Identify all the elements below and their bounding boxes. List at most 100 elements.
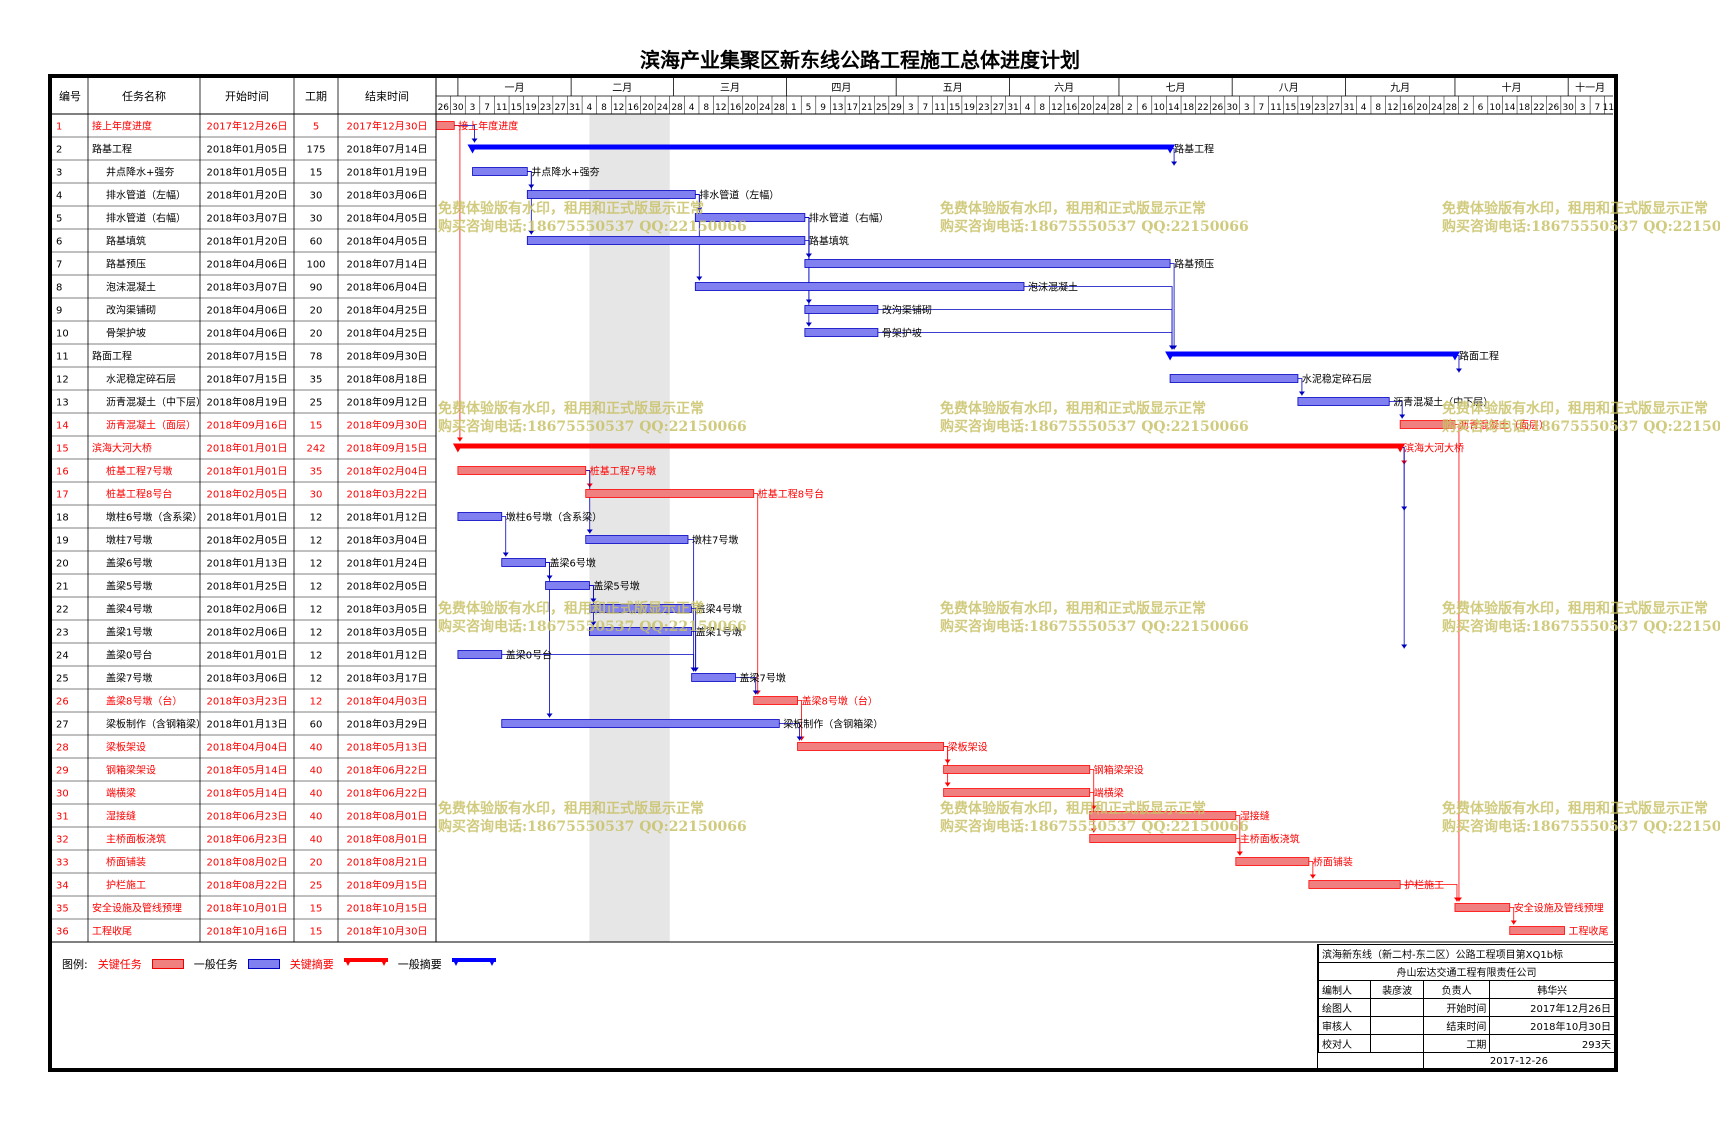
task-bar-label: 路基工程 — [1174, 143, 1214, 156]
task-name: 排水管道（左幅） — [106, 189, 186, 202]
month-label: 二月 — [612, 82, 632, 94]
day-label: 9 — [820, 103, 826, 113]
task-name: 安全设施及管线预埋 — [92, 902, 182, 915]
task-duration: 5 — [313, 122, 319, 133]
day-label: 28 — [671, 103, 683, 113]
task-id: 30 — [56, 789, 69, 800]
task-name: 桩基工程8号台 — [106, 488, 172, 501]
task-start: 2018年03月06日 — [207, 672, 288, 685]
link-arrow — [690, 667, 697, 672]
task-start: 2018年01月01日 — [207, 511, 288, 524]
task-end: 2018年06月22日 — [347, 764, 428, 777]
task-duration: 40 — [310, 789, 323, 800]
task-bar-label: 盖梁6号墩 — [550, 557, 596, 570]
day-label: 21 — [861, 103, 872, 113]
task-end: 2018年03月17日 — [347, 672, 428, 685]
task-name: 沥青混凝土（中下层） — [106, 396, 206, 409]
task-name: 骨架护坡 — [106, 327, 146, 340]
day-label: 8 — [601, 103, 607, 113]
month-label: 八月 — [1279, 82, 1299, 94]
legend-label: 图例: — [62, 958, 88, 971]
table-header: 编号任务名称开始时间工期结束时间 — [59, 89, 409, 103]
task-bar — [943, 788, 1091, 797]
task-id: 16 — [56, 467, 69, 478]
task-duration: 25 — [310, 398, 323, 409]
task-bar-label: 梁板制作（含钢箱梁） — [783, 718, 883, 731]
task-duration: 12 — [310, 628, 323, 639]
day-label: 4 — [587, 103, 593, 113]
summary-end-marker — [1395, 443, 1406, 453]
task-start: 2018年02月06日 — [207, 603, 288, 616]
task-id: 6 — [56, 237, 62, 248]
task-bar-label: 沥青混凝土（中下层） — [1393, 396, 1493, 409]
task-duration: 12 — [310, 582, 323, 593]
legend-normal-task-swatch — [247, 959, 280, 969]
task-end: 2018年04月05日 — [347, 212, 428, 225]
task-name: 改沟渠铺砌 — [106, 304, 156, 317]
link-arrow — [1090, 828, 1097, 833]
dependency-link — [1454, 424, 1460, 902]
day-label: 20 — [744, 103, 756, 113]
link-arrow — [1171, 161, 1178, 166]
day-label: 16 — [1066, 103, 1078, 113]
table-header-cell: 工期 — [305, 90, 327, 103]
task-bar-label: 桥面铺装 — [1313, 856, 1353, 869]
task-id: 12 — [56, 375, 69, 386]
task-name: 梁板制作（含钢箱梁） — [106, 718, 206, 731]
task-end: 2018年02月05日 — [347, 580, 428, 593]
day-label: 2 — [1127, 103, 1133, 113]
task-start: 2018年01月20日 — [207, 235, 288, 248]
dependency-link — [501, 516, 507, 557]
task-duration: 242 — [306, 444, 325, 455]
task-end: 2018年01月12日 — [347, 511, 428, 524]
task-bar — [797, 742, 945, 751]
task-bar — [1089, 811, 1237, 820]
task-bar — [457, 650, 503, 659]
task-bar-label: 桩基工程8号台 — [758, 488, 824, 501]
link-arrow — [471, 138, 478, 143]
task-id: 1 — [56, 122, 62, 133]
day-label: 16 — [627, 103, 639, 113]
task-bar-label: 改沟渠铺砌 — [882, 304, 932, 317]
task-start: 2018年04月04日 — [207, 741, 288, 754]
task-duration: 12 — [310, 651, 323, 662]
task-end: 2018年03月04日 — [347, 534, 428, 547]
task-duration: 20 — [310, 858, 323, 869]
task-bar-label: 钢箱梁架设 — [1094, 764, 1144, 777]
day-label: 12 — [1387, 103, 1398, 113]
task-id: 36 — [56, 927, 69, 938]
day-label: 19 — [1299, 103, 1311, 113]
day-label: 8 — [1375, 103, 1381, 113]
day-label: 23 — [540, 103, 551, 113]
legend-critical-summary-label: 关键摘要 — [289, 958, 334, 971]
task-end: 2018年08月21日 — [347, 856, 428, 869]
task-bar-label: 接上年度进度 — [458, 120, 518, 133]
task-bar — [1454, 903, 1511, 912]
task-name: 墩柱6号墩（含系梁） — [106, 511, 202, 524]
month-label: 一月 — [505, 82, 525, 94]
dependency-link — [877, 332, 1173, 350]
task-start: 2018年08月02日 — [207, 856, 288, 869]
day-label: 20 — [1416, 103, 1428, 113]
task-bar — [1297, 397, 1390, 406]
task-bar-label: 安全设施及管线预埋 — [1514, 902, 1604, 915]
task-bar — [526, 236, 806, 245]
task-id: 22 — [56, 605, 69, 616]
task-bar-label: 路基预压 — [1174, 258, 1214, 271]
task-bar-label: 端横梁 — [1094, 787, 1124, 800]
task-end: 2018年03月06日 — [347, 189, 428, 202]
task-end: 2018年10月15日 — [347, 902, 428, 915]
task-duration: 60 — [310, 237, 323, 248]
task-bar — [943, 765, 1091, 774]
day-label: 25 — [876, 103, 887, 113]
task-end: 2018年09月30日 — [347, 350, 428, 363]
task-end: 2018年10月30日 — [347, 925, 428, 938]
task-start: 2018年02月05日 — [207, 534, 288, 547]
task-name: 梁板架设 — [106, 741, 146, 754]
day-label: 19 — [963, 103, 975, 113]
day-label: 16 — [730, 103, 742, 113]
task-bar-label: 盖梁1号墩 — [696, 626, 742, 639]
day-label: 28 — [1110, 103, 1122, 113]
task-end: 2018年05月13日 — [347, 741, 428, 754]
